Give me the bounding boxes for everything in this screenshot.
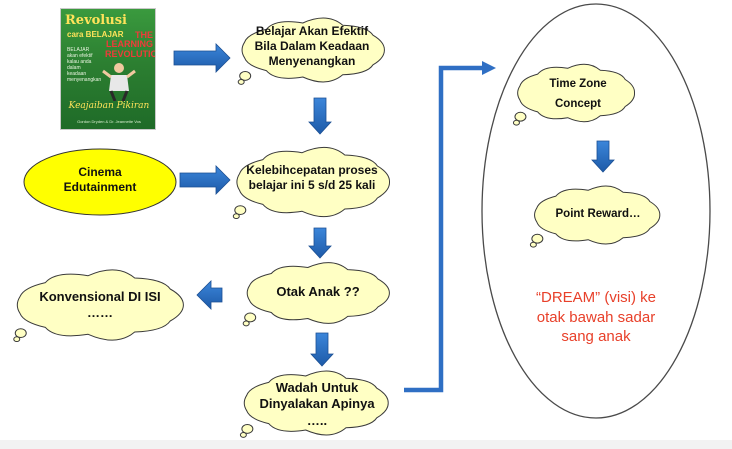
arrow-belajar-to-kecepatan bbox=[308, 97, 332, 135]
label-point-reward: Point Reward… bbox=[555, 208, 641, 220]
book-authors: Gordon Dryden & Dr. Jeannette Vos bbox=[77, 119, 141, 124]
cinema-ellipse bbox=[23, 148, 177, 216]
book-title: Revolusi bbox=[65, 13, 127, 28]
cloud-shape bbox=[243, 370, 389, 436]
cloud-shape bbox=[241, 17, 385, 83]
cloud-konvensional bbox=[13, 269, 184, 343]
cloud-bubble bbox=[244, 312, 257, 323]
arrow-shape bbox=[173, 43, 231, 73]
connector-wadah-to-timezone bbox=[404, 65, 482, 393]
cloud-shape bbox=[517, 63, 636, 123]
cloud-bubble bbox=[529, 241, 537, 248]
label-konvensional: Konvensional DI ISI …… bbox=[39, 289, 161, 321]
cloud-time-zone bbox=[512, 63, 636, 126]
label-otak-anak: Otak Anak ?? bbox=[276, 284, 360, 299]
cloud-wadah bbox=[239, 370, 389, 438]
book-title-sub: cara BELAJAR bbox=[67, 30, 124, 39]
book-tagline: Keajaiban Pikiran bbox=[68, 101, 150, 111]
cloud-bubble bbox=[14, 328, 27, 339]
cloud-shape bbox=[246, 262, 390, 324]
book-subtitle: BELAJAR akan efektif kalau anda dalam ke… bbox=[67, 47, 102, 83]
cloud-point-reward bbox=[529, 185, 661, 248]
label-wadah: Wadah Untuk Dinyalakan Apinya ….. bbox=[259, 380, 375, 428]
label-time-zone: Time Zone Concept bbox=[549, 78, 607, 111]
arrow-timezone-to-point bbox=[591, 140, 615, 173]
dream-text: “DREAM” (visi) ke otak bawah sadar sang … bbox=[536, 289, 656, 345]
cloud-bubble bbox=[234, 205, 247, 216]
cloud-shape bbox=[236, 146, 391, 218]
label-belajar-efektif: Belajar Akan Efektif Bila Dalam Keadaan … bbox=[254, 24, 370, 68]
book-figure-icon bbox=[102, 63, 136, 101]
cloud-otak-anak bbox=[242, 262, 390, 327]
arrow-shape bbox=[308, 97, 332, 135]
arrow-cinema-to-kecepatan bbox=[179, 165, 231, 195]
cloud-bubble bbox=[514, 111, 527, 122]
arrow-kecepatan-to-otak bbox=[308, 227, 332, 259]
arrow-shape bbox=[591, 140, 615, 173]
connector-arrowhead bbox=[482, 61, 496, 75]
arrow-otak-to-wadah bbox=[310, 332, 334, 367]
book-cover: Revolusi cara BELAJAR THE LEARNING REVOL… bbox=[60, 8, 156, 130]
arrow-book-to-belajar bbox=[173, 43, 231, 73]
bottom-strip bbox=[0, 440, 732, 449]
book-title-english: THE LEARNING REVOLUTION bbox=[105, 30, 155, 59]
cloud-shape bbox=[534, 185, 661, 245]
label-cinema: Cinema Edutainment bbox=[63, 165, 137, 194]
arrow-otak-to-konvensional bbox=[196, 280, 223, 310]
cloud-bubble bbox=[13, 336, 21, 343]
arrow-shape bbox=[310, 332, 334, 367]
cloud-bubble bbox=[239, 432, 247, 438]
cloud-bubble bbox=[531, 233, 544, 244]
cloud-bubble bbox=[242, 320, 250, 327]
cloud-bubble bbox=[512, 119, 520, 126]
cloud-bubble bbox=[237, 79, 245, 85]
cloud-shape bbox=[16, 269, 184, 341]
cloud-bubble bbox=[241, 424, 254, 434]
label-kecepatan: Kelebihcepatan proses belajar ini 5 s/d … bbox=[246, 163, 378, 192]
cloud-belajar-efektif bbox=[237, 17, 385, 85]
cloud-kecepatan bbox=[232, 146, 391, 220]
arrow-shape bbox=[179, 165, 231, 195]
cloud-bubble bbox=[239, 71, 252, 81]
arrow-shape bbox=[196, 280, 223, 310]
arrow-shape bbox=[308, 227, 332, 259]
cloud-bubble bbox=[232, 213, 240, 220]
